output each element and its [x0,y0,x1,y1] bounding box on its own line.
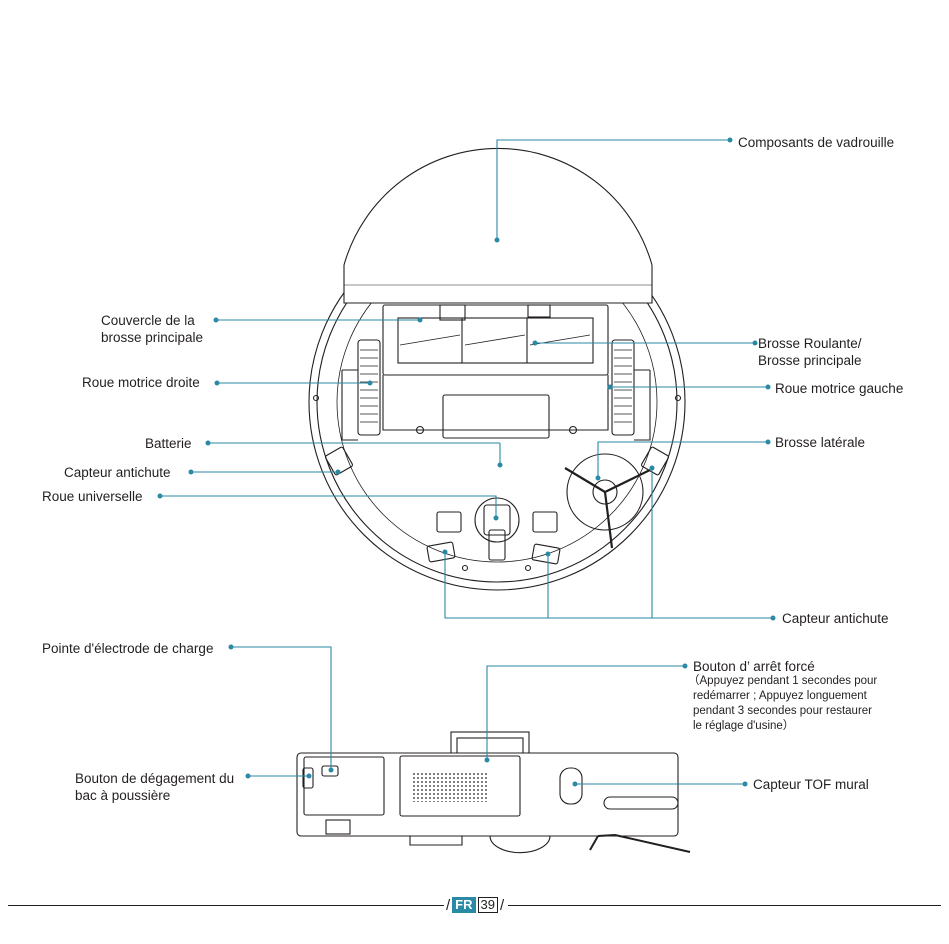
label-right-drive-wheel: Roue motrice droite [82,375,200,390]
language-code: FR [452,897,476,913]
label-brush-cover-line2: brosse principale [101,330,204,345]
label-universal-wheel: Roue universelle [42,489,143,504]
label-charge-electrode: Pointe d'électrode de charge [42,641,214,656]
label-battery: Batterie [145,436,192,451]
label-dustbin-release-line1: Bouton de dégagement du [75,771,235,786]
label-force-stop-button: Bouton d’ arrêt forcé [693,659,815,674]
robot-bottom-view [308,147,686,591]
footer-rule-right [508,905,941,906]
callout-dots [157,137,776,787]
label-tof-sensor: Capteur TOF mural [753,777,869,792]
label-cliff-sensor-left: Capteur antichute [64,465,171,480]
label-force-stop-note-line4: le réglage d'usine） [693,720,795,732]
robot-side-view [296,731,691,854]
page-number: 39 [477,897,498,913]
footer-slash-right: / [499,896,505,914]
callout-lines [160,139,773,785]
speaker-grill [412,772,488,802]
label-rolling-brush-line2: Brosse principale [758,353,862,368]
label-dustbin-release-line2: bac à poussière [75,788,171,803]
label-left-drive-wheel: Roue motrice gauche [775,381,904,396]
footer-slash-left: / [446,896,451,914]
page-number-badge: / FR 39 / [446,896,504,914]
label-rolling-brush-line1: Brosse Roulante/ [758,336,862,351]
label-mop-components: Composants de vadrouille [738,135,895,150]
label-side-brush: Brosse latérale [775,435,866,450]
label-force-stop-note-line1: （Appuyez pendant 1 secondes pour [688,675,878,687]
label-force-stop-note-line3: pendant 3 secondes pour restaurer [693,705,873,717]
label-force-stop-note-line2: redémarrer ; Appuyez longuement [693,690,867,702]
label-brush-cover-line1: Couvercle de la [101,313,195,328]
label-cliff-sensor-bottom: Capteur antichute [782,611,889,626]
footer-rule-left [8,905,444,906]
